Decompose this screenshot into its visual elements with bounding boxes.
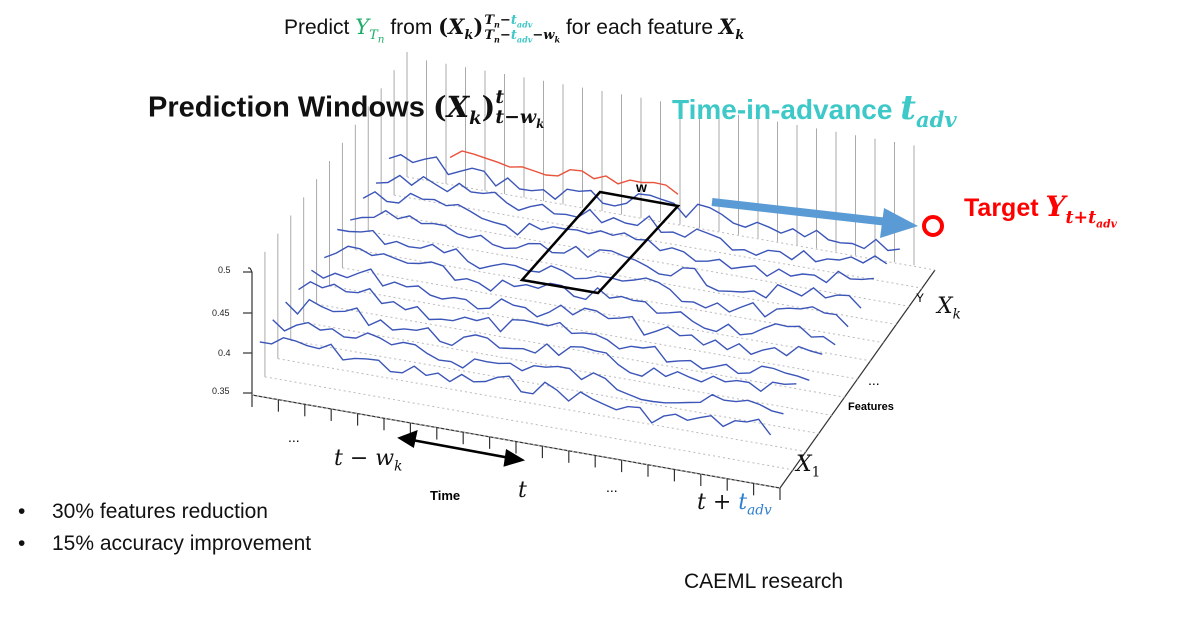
time-ellipsis-right: ...: [606, 479, 618, 495]
series-line: [311, 268, 823, 357]
time-in-advance-label: Time-in-advance tadv: [672, 88, 957, 132]
y-tick-label: 0.35: [212, 386, 230, 396]
series-line: [324, 245, 836, 346]
results-list: 30% features reduction 15% accuracy impr…: [18, 500, 311, 564]
header-Y: YTn: [355, 15, 385, 46]
label-Xk: Xk: [937, 294, 961, 323]
header-from: from: [390, 16, 433, 40]
series-line: [298, 280, 810, 381]
floor-grid-line: [381, 212, 910, 307]
series-line: [362, 190, 874, 284]
series-line: [388, 153, 900, 252]
bullet-item: 15% accuracy improvement: [18, 532, 311, 556]
window-span-arrow: [397, 430, 526, 467]
prediction-window-box: [519, 190, 681, 295]
floor-grid-line: [251, 394, 781, 489]
floor-grid-line: [277, 358, 806, 453]
header-for-each: for each feature: [565, 16, 714, 40]
time-ellipsis-left: ...: [288, 429, 300, 445]
floor-grid-line: [264, 376, 794, 471]
floor-grid-line: [342, 267, 871, 362]
y-tick-label: 0.5: [218, 265, 231, 275]
floor-grid-line: [393, 194, 923, 289]
time-axis-label: Time: [430, 488, 460, 503]
series-line: [272, 319, 784, 415]
plot-ticks: [243, 271, 781, 500]
series-line: [350, 209, 862, 309]
plot-series: [259, 150, 900, 436]
series-line: [375, 174, 888, 265]
header-predict: Predict: [284, 16, 350, 40]
y-tick-label: 0.45: [212, 308, 230, 318]
target-series-line: [449, 150, 679, 195]
floor-grid-line: [290, 340, 819, 434]
floor-grid-line: [316, 303, 845, 398]
window-label: w: [635, 179, 647, 195]
features-axis-label: Features: [848, 401, 894, 413]
footer-credit: CAEML research: [684, 570, 844, 593]
y-axis-letter: Y: [916, 291, 924, 305]
y-tick-label: 0.4: [218, 348, 231, 358]
header-Xk-end: Xk: [718, 14, 745, 44]
bullet-item: 30% features reduction: [18, 500, 311, 524]
series-line: [285, 298, 797, 393]
label-X1: X1: [796, 452, 821, 481]
floor-grid-line: [355, 249, 884, 344]
features-ellipsis: ...: [868, 372, 880, 388]
advance-arrow: [711, 198, 918, 238]
floor-grid-line: [303, 321, 832, 416]
series-line: [337, 228, 849, 328]
label-t-plus-tadv: t + tadv: [697, 490, 772, 519]
label-t: t: [518, 478, 527, 503]
target-label: Target Yt+tadv: [964, 190, 1117, 231]
label-t-minus-wk: t − wk: [334, 446, 403, 475]
target-circle: [922, 215, 944, 237]
plot-back-wall: [264, 52, 915, 377]
series-line: [259, 336, 772, 436]
floor-grid-line: [368, 231, 897, 325]
floor-grid-line: [329, 285, 858, 380]
floor-grid-line: [406, 176, 936, 271]
plot-floor-grid: [251, 176, 936, 489]
